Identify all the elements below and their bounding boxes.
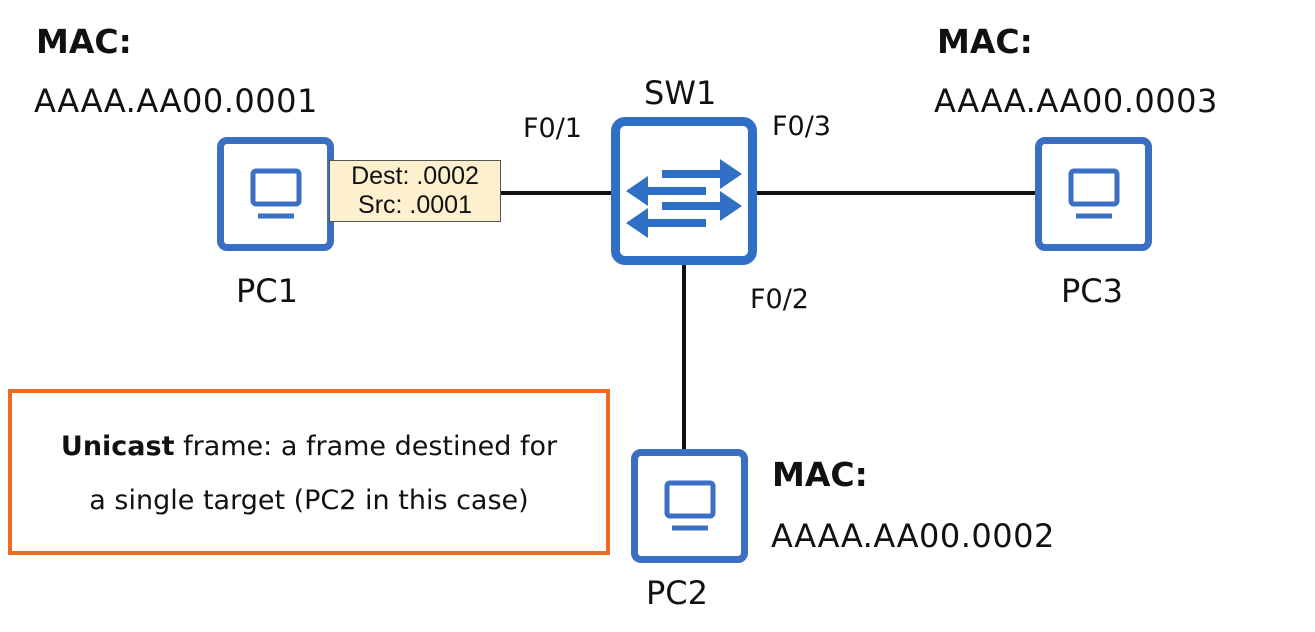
monitor-icon	[664, 480, 716, 531]
port-f01-label: F0/1	[523, 113, 582, 144]
port-f03-label: F0/3	[772, 111, 831, 142]
frame-header-tag: Dest: .0002 Src: .0001	[329, 160, 501, 222]
pc1-node[interactable]	[217, 137, 334, 251]
unicast-note: Unicast frame: a frame destined for a si…	[8, 389, 610, 555]
pc1-mac-address: AAAA.AA00.0001	[34, 82, 318, 120]
switch-node[interactable]	[611, 117, 757, 265]
pc3-node[interactable]	[1035, 137, 1152, 251]
switch-arrows-icon	[626, 159, 742, 238]
pc3-mac-heading: MAC:	[937, 22, 1033, 61]
pc1-mac-heading: MAC:	[36, 22, 132, 61]
frame-src: Src: .0001	[358, 191, 472, 219]
pc2-mac-heading: MAC:	[772, 455, 868, 494]
note-line-1: Unicast frame: a frame destined for	[12, 420, 606, 474]
port-f02-label: F0/2	[750, 284, 809, 315]
pc2-node[interactable]	[631, 449, 748, 563]
pc2-label: PC2	[646, 574, 708, 612]
note-line-1-rest: frame: a frame destined for	[174, 431, 558, 462]
monitor-icon	[1068, 168, 1120, 219]
frame-dest: Dest: .0002	[351, 162, 479, 190]
pc3-label: PC3	[1061, 272, 1123, 310]
note-line-2: a single target (PC2 in this case)	[89, 485, 529, 516]
switch-label: SW1	[644, 74, 717, 112]
pc3-mac-address: AAAA.AA00.0003	[934, 82, 1218, 120]
pc2-mac-address: AAAA.AA00.0002	[771, 517, 1055, 555]
pc1-label: PC1	[236, 272, 298, 310]
monitor-icon	[250, 168, 302, 219]
note-term: Unicast	[60, 431, 175, 462]
